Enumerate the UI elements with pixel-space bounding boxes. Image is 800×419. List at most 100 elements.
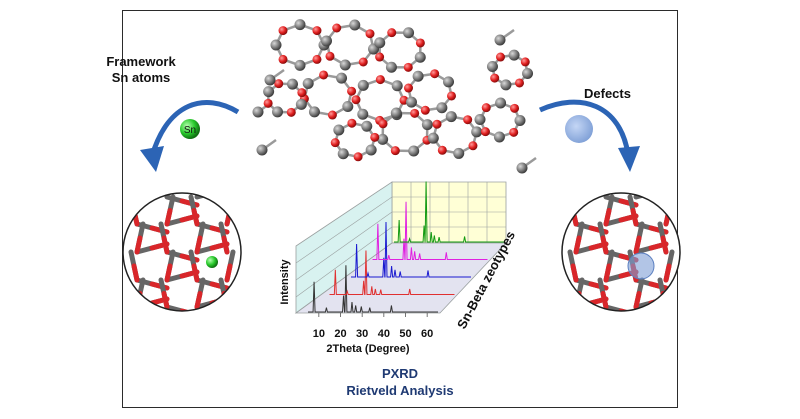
rietveld-label: Rietveld Analysis <box>346 383 454 398</box>
framework-si-atom <box>494 34 506 46</box>
framework-sn-label: Framework Sn atoms <box>106 54 176 85</box>
framework-o-atom <box>327 110 337 120</box>
framework-si-atom <box>405 96 417 108</box>
framework-o-atom <box>480 127 490 137</box>
y-axis-label: Intensity <box>279 259 291 305</box>
framework-o-atom <box>347 86 357 96</box>
framework-o-atom <box>490 73 500 83</box>
x-tick-label: 60 <box>421 328 433 340</box>
defect-zoom <box>561 192 681 312</box>
framework-o-atom <box>509 127 519 137</box>
framework-o-atom <box>403 62 413 72</box>
framework-si-atom <box>403 27 415 39</box>
framework-o-atom <box>378 119 388 129</box>
framework-o-atom <box>278 54 288 64</box>
framework-si-atom <box>339 59 351 71</box>
framework-o-atom <box>375 52 385 62</box>
framework-si-atom <box>391 80 403 92</box>
framework-si-atom <box>361 120 373 132</box>
framework-si-atom <box>514 114 526 126</box>
framework-o-atom <box>297 88 307 98</box>
framework-si-atom <box>286 78 298 90</box>
framework-si-atom <box>495 97 507 109</box>
framework-si-atom <box>445 111 457 123</box>
chart-floor <box>294 242 507 314</box>
framework-si-atom <box>252 106 264 118</box>
framework-si-atom <box>516 162 528 174</box>
framework-o-atom <box>332 23 342 33</box>
framework-si-atom <box>357 79 369 91</box>
x-tick-label: 20 <box>334 328 346 340</box>
framework-si-atom <box>374 37 386 49</box>
framework-si-atom <box>264 74 276 86</box>
x-tick-label: 40 <box>378 328 390 340</box>
x-tick-label: 30 <box>356 328 368 340</box>
framework-o-atom <box>468 141 478 151</box>
x-axis-label: 2Theta (Degree) <box>326 343 409 355</box>
framework-si-atom <box>333 124 345 136</box>
framework-o-atom <box>347 118 357 128</box>
framework-si-atom <box>508 49 520 61</box>
framework-si-atom <box>365 144 377 156</box>
framework-si-atom <box>421 119 433 131</box>
framework-si-atom <box>294 19 306 31</box>
figure-frame <box>122 10 678 408</box>
framework-si-atom <box>270 39 282 51</box>
framework-o-atom <box>437 145 447 155</box>
framework-si-atom <box>295 98 307 110</box>
framework-o-atom <box>312 54 322 64</box>
framework-si-atom <box>414 51 426 63</box>
framework-si-atom <box>412 70 424 82</box>
right-curved-arrow <box>538 99 640 172</box>
framework-o-atom <box>274 79 284 89</box>
framework-o-atom <box>278 26 288 36</box>
framework-si-atom <box>453 147 465 159</box>
pxrd-pattern-line <box>372 201 488 260</box>
framework-o-atom <box>387 28 397 38</box>
framework-o-atom <box>430 69 440 79</box>
framework-si-atom <box>342 101 354 113</box>
framework-si-atom <box>308 106 320 118</box>
framework-o-atom <box>325 51 335 61</box>
framework-o-atom <box>286 107 296 117</box>
framework-o-atom <box>370 132 380 142</box>
framework-si-atom <box>443 76 455 88</box>
framework-si-atom <box>337 148 349 160</box>
framework-si-atom <box>522 67 534 79</box>
framework-o-atom <box>375 75 385 85</box>
framework-o-atom <box>263 98 273 108</box>
framework-o-atom <box>495 52 505 62</box>
sn-atom-icon: Sn <box>180 119 200 139</box>
framework-si-atom <box>427 132 439 144</box>
defects-label: Defects <box>584 86 631 101</box>
framework-si-atom <box>336 72 348 84</box>
framework-o-atom <box>319 70 329 80</box>
framework-o-atom <box>520 57 530 67</box>
framework-si-atom <box>408 145 420 157</box>
framework-si-atom <box>320 35 332 47</box>
framework-si-atom <box>302 77 314 89</box>
framework-si-atom <box>474 114 486 126</box>
framework-o-atom <box>312 26 322 36</box>
framework-si-atom <box>385 61 397 73</box>
framework-si-atom <box>493 131 505 143</box>
framework-si-atom <box>377 133 389 145</box>
framework-o-atom <box>353 152 363 162</box>
framework-o-atom <box>351 95 361 105</box>
framework-o-atom <box>432 119 442 129</box>
pxrd-pattern-line <box>308 265 438 313</box>
x-tick-label: 10 <box>313 328 325 340</box>
framework-si-atom <box>500 79 512 91</box>
framework-sn-atom <box>206 256 218 268</box>
framework-o-atom <box>415 38 425 48</box>
framework-o-atom <box>358 57 368 67</box>
framework-si-atom <box>471 126 483 138</box>
framework-o-atom <box>446 91 456 101</box>
framework-si-atom <box>349 19 361 31</box>
framework-o-atom <box>330 138 340 148</box>
framework-o-atom <box>420 105 430 115</box>
framework-si-atom <box>272 106 284 118</box>
framework-o-atom <box>410 108 420 118</box>
